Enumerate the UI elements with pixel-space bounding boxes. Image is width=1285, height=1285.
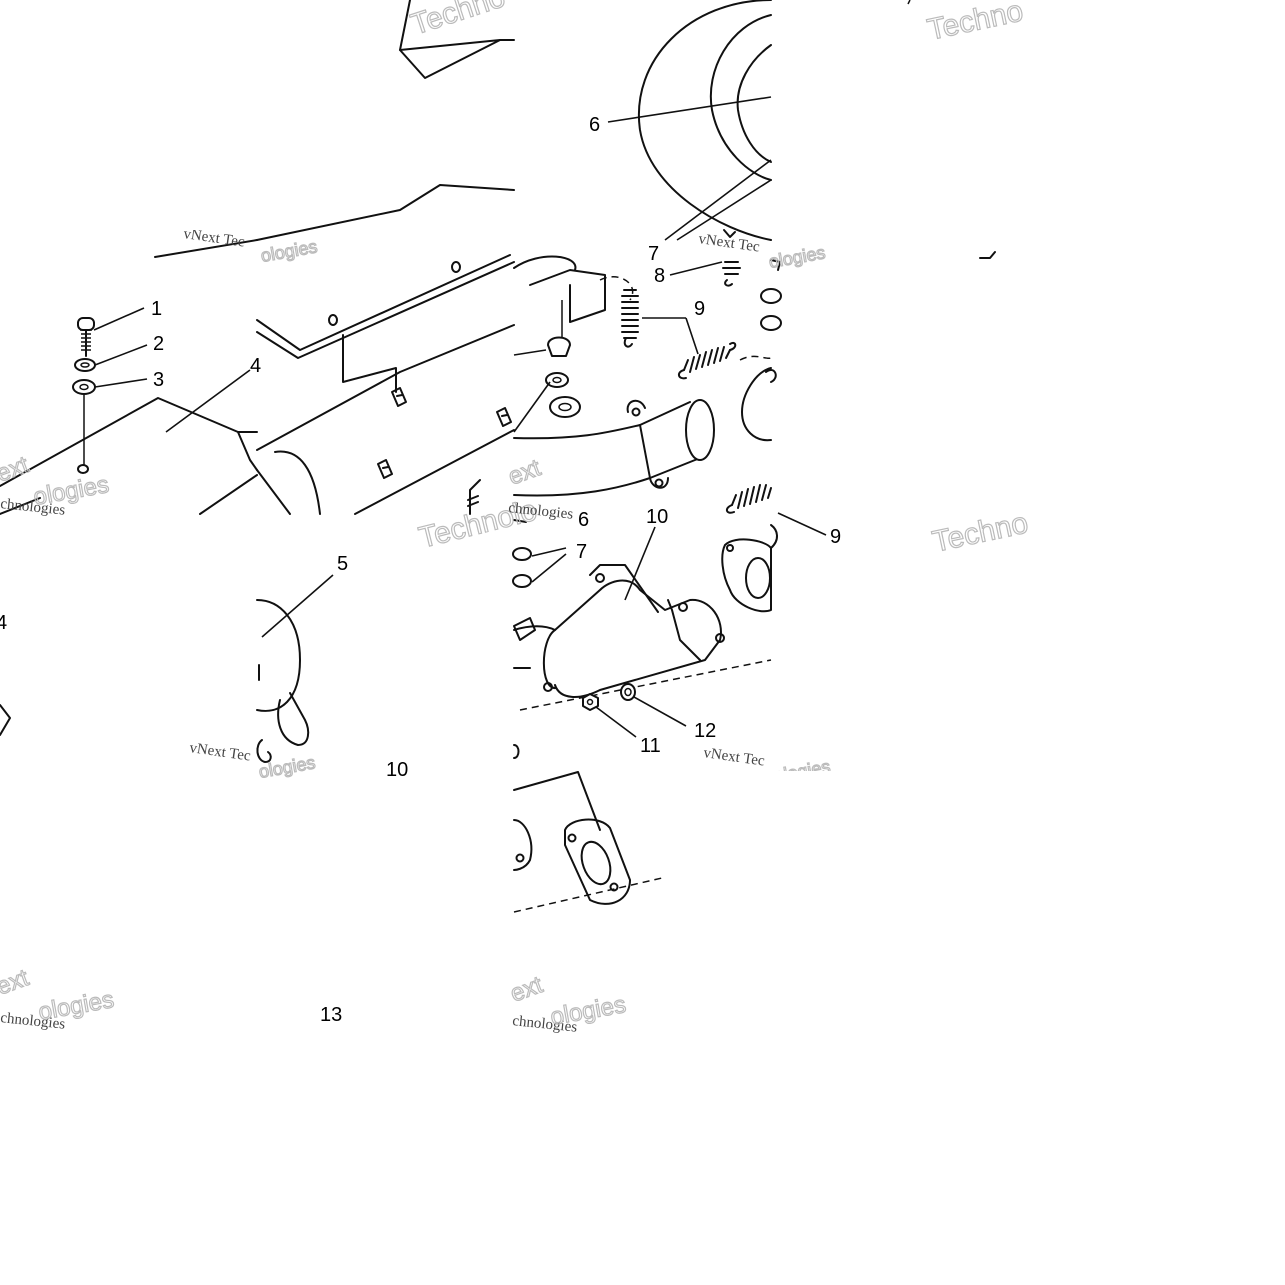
- callout-9: 9: [694, 298, 705, 320]
- tail-pipe-icon: [277, 692, 310, 746]
- spring-hook-icon: [377, 387, 512, 479]
- watermark-text: ologies: [259, 236, 319, 266]
- watermark-text: Techno: [407, 0, 509, 42]
- spring-icon: [467, 479, 481, 515]
- washer-icon: [723, 229, 736, 238]
- callout-6: 6: [589, 114, 600, 136]
- callout-1: 1: [151, 298, 162, 320]
- watermark-text: ologies: [767, 242, 827, 272]
- callout-11: 11: [640, 735, 661, 757]
- mount-hole-icon: [77, 464, 89, 474]
- callout-4: 4: [250, 355, 261, 377]
- exhaust-y-pipe: [513, 367, 777, 497]
- lower-left-fragments: [0, 704, 11, 736]
- callout-10: 10: [646, 506, 668, 528]
- watermark-text: chnologies: [0, 496, 66, 519]
- washer-icon: [760, 288, 782, 331]
- exhaust-upper-group: [513, 0, 777, 497]
- watermark-text: chnologies: [512, 1013, 578, 1036]
- watermark-text: ext: [505, 454, 545, 490]
- watermark-text: chnologies: [0, 1010, 66, 1033]
- watermark-text: ext: [507, 971, 547, 1007]
- watermark-text: Techno: [930, 506, 1031, 558]
- washer-icon: [512, 547, 532, 588]
- watermark-text: ologies: [31, 471, 111, 511]
- watermark-text: ologies: [257, 752, 317, 782]
- callout-labels: 1 2 3 4 4 5 6 6 7 7 8 9 9 10 10 11 12 13: [0, 114, 841, 1026]
- watermark-text: ext: [0, 964, 32, 1000]
- callout-2: 2: [153, 333, 164, 355]
- muffler-body: [256, 0, 515, 515]
- watermark-text: chnologies: [508, 500, 574, 523]
- washer-icon: [545, 372, 581, 418]
- flat-washer-icon: [72, 379, 96, 395]
- watermark-text: ext: [0, 451, 32, 487]
- callout-7: 7: [576, 541, 587, 563]
- spring-icon: [678, 341, 737, 380]
- grommet-icon: [547, 336, 571, 357]
- watermark-text: vNext Tec: [702, 745, 766, 769]
- bolt-stack-group: [72, 307, 148, 474]
- callout-9: 9: [830, 526, 841, 548]
- callout-10: 10: [386, 759, 408, 781]
- watermark-text: ologies: [36, 986, 116, 1026]
- spring-icon: [621, 289, 639, 348]
- watermark-text: ologies: [548, 991, 628, 1031]
- callout-5: 5: [337, 553, 348, 575]
- watermark-text: vNext Tec: [188, 740, 252, 764]
- bolt-icon: [77, 317, 95, 357]
- callout-3: 3: [153, 369, 164, 391]
- callout-7: 7: [648, 243, 659, 265]
- watermark-text: Techno: [925, 0, 1026, 47]
- callout-4: 4: [0, 612, 7, 634]
- lock-washer-icon: [74, 358, 96, 372]
- callout-6: 6: [578, 509, 589, 531]
- callout-13: 13: [320, 1004, 342, 1026]
- callout-8: 8: [654, 265, 665, 287]
- callout-12: 12: [694, 720, 716, 742]
- upper-right-fragments: [760, 0, 996, 331]
- muffler-heat-shield: [0, 239, 258, 515]
- exhaust-gasket: [513, 744, 663, 913]
- spacer-icon: [620, 683, 636, 701]
- spring-right: [726, 484, 827, 549]
- muffler-end-cap: [256, 574, 334, 763]
- nut-icon: [582, 693, 599, 711]
- exhaust-manifold: [512, 519, 772, 738]
- spring-icon: [722, 261, 741, 287]
